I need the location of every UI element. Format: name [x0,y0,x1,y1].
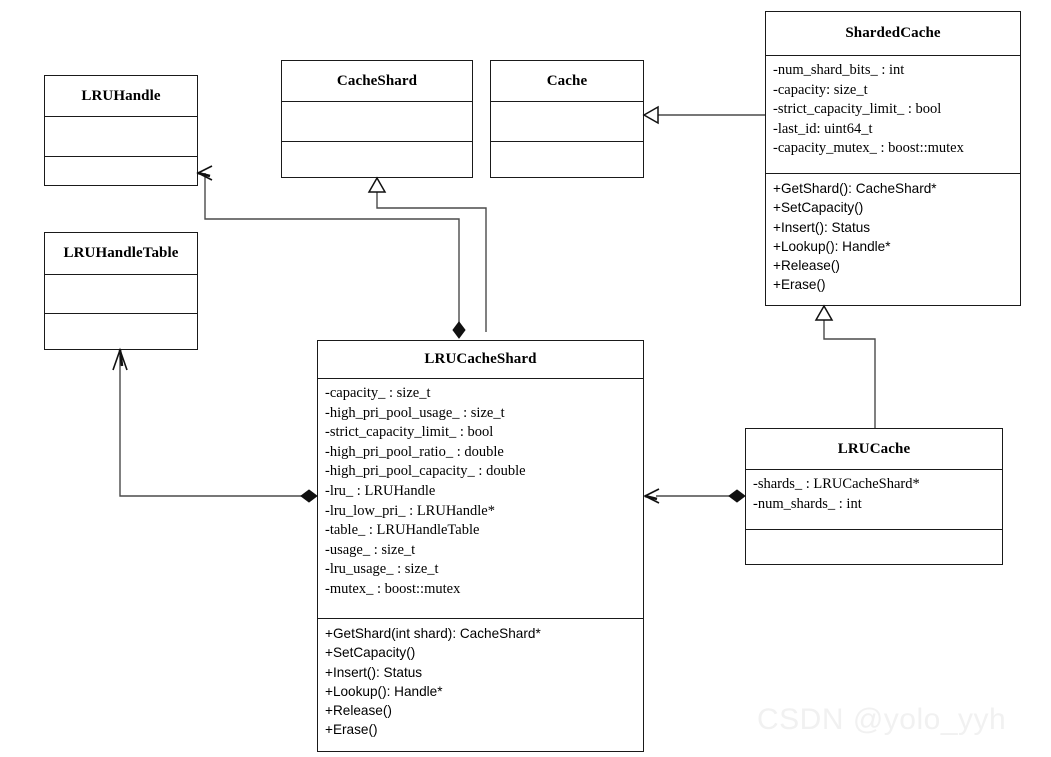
attribute-row: -mutex_ : boost::mutex [325,580,461,597]
attribute-row: -capacity: size_t [773,81,868,98]
attribute-row: -lru_ : LRUHandle [325,482,436,499]
attribute-row: -usage_ : size_t [325,541,416,558]
composition-diamond-lruhandletable [300,489,318,503]
attribute-row: -table_ : LRUHandleTable [325,522,480,539]
method-row: +Insert(): Status [325,664,423,680]
class-methods-lru-handle-table [45,313,197,349]
class-title-lru-cache: LRUCache [837,440,911,457]
class-title-lru-handle: LRUHandle [81,87,161,104]
arrowhead-lruhandle [196,165,213,181]
class-box-sharded-cache[interactable]: ShardedCache -num_shard_bits_ : int -capa… [765,11,1021,306]
composition-diamond-lruhandle [452,321,466,339]
attribute-row: -num_shard_bits_ : int [773,62,905,78]
class-attributes-cache-shard [282,101,472,141]
class-methods-cache [491,141,643,177]
class-attributes-lru-handle [45,116,197,156]
watermark: CSDN @yolo_yyh [757,703,1007,736]
method-row: +Insert(): Status [773,219,871,235]
method-row: +Release() [325,703,392,719]
generalization-triangle-cache [642,105,659,125]
attribute-row: -lru_low_pri_ : LRUHandle* [325,502,495,519]
attribute-row: -high_pri_pool_ratio_ : double [325,443,504,460]
class-box-lru-handle-table[interactable]: LRUHandleTable [44,232,198,350]
attribute-row: -strict_capacity_limit_ : bool [773,101,942,118]
attribute-row: -num_shards_ : int [753,495,862,512]
class-methods-sharded-cache: +GetShard(): CacheShard* +SetCapacity() +I… [766,173,1020,305]
arrowhead-lruhandletable [112,347,128,371]
method-row: +Lookup(): Handle* [773,238,891,254]
class-title-cache: Cache [546,72,588,89]
attribute-row: -capacity_mutex_ : boost::mutex [773,140,964,157]
class-title-lru-cache-shard: LRUCacheShard [424,351,537,367]
method-row: +SetCapacity() [325,645,416,661]
arrowhead-lrucacheshard [643,488,660,504]
class-box-cache-shard[interactable]: CacheShard [281,60,473,178]
class-methods-lru-cache [746,529,1002,564]
class-attributes-cache [491,101,643,141]
class-box-cache[interactable]: Cache [490,60,644,178]
method-row: +Erase() [325,722,378,738]
attribute-row: -strict_capacity_limit_ : bool [325,424,494,441]
class-methods-lru-cache-shard: +GetShard(int shard): CacheShard* +SetCap… [318,618,643,751]
edge-lrucacheshard-lruhandle [204,173,460,330]
method-row: +Lookup(): Handle* [325,683,443,699]
attribute-row: -capacity_ : size_t [325,385,431,401]
class-title-cache-shard: CacheShard [336,72,418,89]
class-title-lru-handle-table: LRUHandleTable [63,245,179,261]
class-attributes-lru-cache: -shards_ : LRUCacheShard* -num_shards_ : … [746,469,1002,529]
class-box-lru-cache-shard[interactable]: LRUCacheShard -capacity_ : size_t -high_p… [317,340,644,752]
composition-diamond-lrucacheshard [728,489,746,503]
method-row: +GetShard(int shard): CacheShard* [325,626,541,641]
method-row: +Release() [773,258,840,274]
attribute-row: -shards_ : LRUCacheShard* [753,476,920,492]
class-attributes-lru-cache-shard: -capacity_ : size_t -high_pri_pool_usage_… [318,378,643,618]
class-methods-cache-shard [282,141,472,177]
class-title-sharded-cache: ShardedCache [845,25,941,41]
edge-lrucacheshard-cacheshard [376,190,487,332]
attribute-row: -high_pri_pool_capacity_ : double [325,463,526,480]
generalization-triangle-shardedcache [814,304,834,321]
method-row: +Erase() [773,277,826,293]
class-box-lru-cache[interactable]: LRUCache -shards_ : LRUCacheShard* -num_s… [745,428,1003,565]
edge-lrucacheshard-lruhandletable [119,356,309,497]
attribute-row: -lru_usage_ : size_t [325,561,439,578]
class-attributes-lru-handle-table [45,274,197,313]
class-methods-lru-handle [45,156,197,185]
method-row: +GetShard(): CacheShard* [773,181,937,196]
class-box-lru-handle[interactable]: LRUHandle [44,75,198,186]
method-row: +SetCapacity() [773,200,864,216]
class-attributes-sharded-cache: -num_shard_bits_ : int -capacity: size_t -… [766,55,1020,173]
attribute-row: -high_pri_pool_usage_ : size_t [325,404,505,421]
attribute-row: -last_id: uint64_t [773,120,873,137]
edge-lrucache-shardedcache [823,318,876,428]
generalization-triangle-cacheshard [367,176,387,193]
